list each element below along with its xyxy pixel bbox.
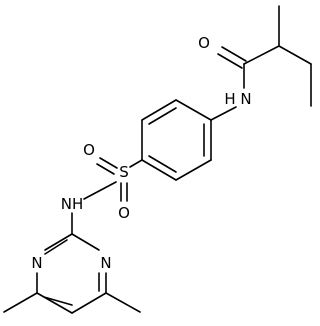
- benzene-inner-double-bond: [148, 155, 177, 173]
- bond-carbonyl-c-o-1: [221, 46, 247, 62]
- bond-c6-methyl: [3, 292, 38, 313]
- atom-o-carbonyl: O: [198, 34, 210, 52]
- bond-ring-s: [129, 159, 143, 168]
- benzene-bond: [141, 159, 177, 181]
- atom-n-amide: N: [240, 90, 251, 108]
- bond-nh-ring: [210, 106, 237, 121]
- atom-n-pyrimidine-right: N: [100, 254, 111, 272]
- pyrimidine-bond: [36, 292, 73, 314]
- atom-n-pyrimidine-left: N: [31, 254, 42, 272]
- bond-alpha-ch2: [278, 45, 312, 65]
- bond-s-nh: [83, 181, 117, 200]
- pyrimidine-inner-double-bond: [43, 296, 73, 306]
- atom-nh-sulfonamide: NH: [61, 195, 84, 213]
- bond-carbonyl-c-alpha: [243, 45, 280, 65]
- pyrimidine-bond: [71, 292, 107, 314]
- sulfonyl-group: [83, 157, 143, 202]
- benzene-bond: [141, 99, 177, 121]
- pyrimidine-bond: [71, 233, 100, 251]
- pyrimidine-bond: [44, 233, 73, 251]
- atom-s-sulfonyl: S: [119, 163, 129, 181]
- bond-c4-methyl: [105, 292, 141, 313]
- benzene-bond: [175, 99, 212, 121]
- benzene-ring: [141, 99, 212, 181]
- pyrimidine-double-bond: [44, 239, 68, 255]
- benzene-inner-double-bond: [148, 107, 177, 125]
- bond-s-o-left-1: [99, 157, 118, 169]
- bond-carbonyl-c-o-2: [217, 53, 243, 69]
- atom-o-sulfonyl-left: O: [83, 141, 95, 159]
- benzene-bond: [175, 159, 212, 181]
- atom-o-sulfonyl-bottom: O: [118, 204, 130, 222]
- butanamide-chain: [210, 5, 312, 121]
- pyrimidine-ring: [3, 212, 141, 314]
- atom-h-amide: H: [224, 90, 235, 108]
- bond-s-o-left-2: [96, 163, 115, 175]
